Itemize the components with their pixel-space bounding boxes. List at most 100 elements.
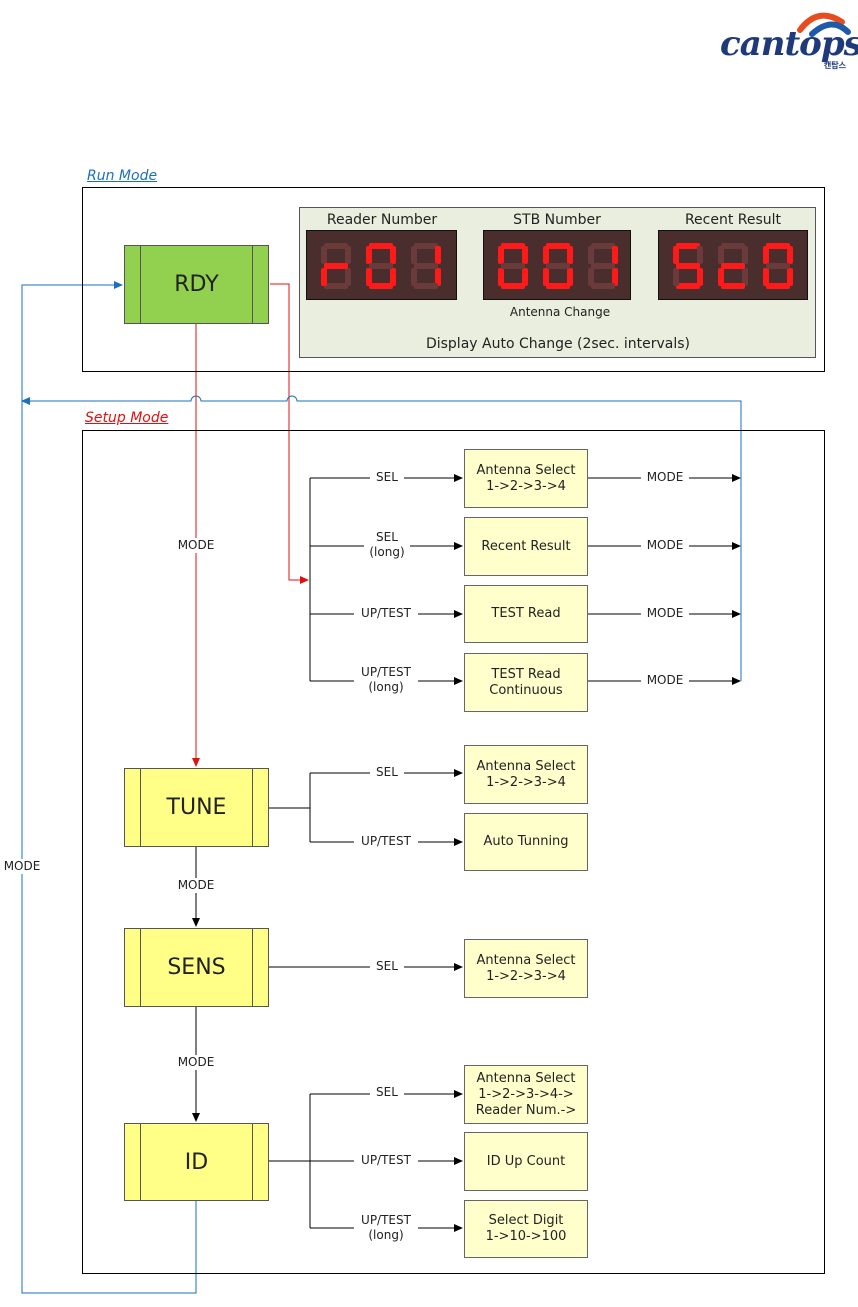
blue-loop-id-to-rdy xyxy=(21,281,197,1294)
stb-number-digits xyxy=(498,243,618,289)
led-segment-b xyxy=(742,246,748,264)
led-segment-g xyxy=(324,263,348,269)
auto-change-caption: Display Auto Change (2sec. intervals) xyxy=(425,336,691,352)
led-segment-c xyxy=(567,268,573,286)
rdy-state-label: RDY xyxy=(174,272,219,297)
led-segment-d xyxy=(546,283,570,289)
mode-label-4: MODE xyxy=(641,673,689,688)
led-segment-c xyxy=(612,268,618,286)
logo-swoosh-icon xyxy=(797,12,851,37)
tune-trigger-uptest: UP/TEST xyxy=(354,834,418,849)
led-segment-g xyxy=(721,263,745,269)
led-segment-a xyxy=(766,243,790,249)
led-segment-d xyxy=(766,283,790,289)
reader-number-display xyxy=(306,230,457,300)
led-segment-e xyxy=(366,268,372,286)
led-segment-e xyxy=(718,268,724,286)
led-segment-a xyxy=(501,243,525,249)
led-segment-a xyxy=(324,243,348,249)
id-state-label: ID xyxy=(184,1149,209,1175)
led-segment-c xyxy=(435,268,441,286)
led-segment-f xyxy=(763,246,769,264)
reader-number-title: Reader Number xyxy=(326,212,438,228)
led-segment-d xyxy=(591,283,615,289)
led-segment-f xyxy=(411,246,417,264)
led-segment-g xyxy=(591,263,615,269)
led-segment-d xyxy=(676,283,700,289)
id-trigger-uptest-long: UP/TEST (long) xyxy=(354,1213,418,1243)
led-segment-c xyxy=(345,268,351,286)
run-mode-label: Run Mode xyxy=(87,168,158,184)
mode-sens-to-id: MODE xyxy=(172,1055,220,1070)
led-segment-e xyxy=(498,268,504,286)
led-segment-f xyxy=(366,246,372,264)
recent-result-digits xyxy=(673,243,793,289)
mode-rdy-to-tune: MODE xyxy=(172,538,220,553)
led-segment-d xyxy=(414,283,438,289)
id-trigger-sel: SEL xyxy=(370,1085,404,1100)
logo-text: cantops xyxy=(720,24,858,64)
led-segment-g xyxy=(546,263,570,269)
mode-label-3: MODE xyxy=(641,606,689,621)
mode-label-2: MODE xyxy=(641,538,689,553)
led-segment-d xyxy=(721,283,745,289)
id-action-select-digit: Select Digit 1->10->100 xyxy=(464,1200,588,1258)
led-segment-f xyxy=(673,246,679,264)
sens-state: SENS xyxy=(124,928,269,1007)
setup-mode-frame xyxy=(82,430,825,1274)
led-segment-a xyxy=(591,243,615,249)
recent-result-title: Recent Result xyxy=(684,212,782,228)
led-segment-a xyxy=(721,243,745,249)
led-segment-g xyxy=(766,263,790,269)
led-segment-f xyxy=(588,246,594,264)
led-segment-f xyxy=(543,246,549,264)
led-segment-b xyxy=(612,246,618,264)
led-segment-b xyxy=(697,246,703,264)
id-trigger-uptest: UP/TEST xyxy=(354,1153,418,1168)
led-segment-b xyxy=(522,246,528,264)
tune-state-label: TUNE xyxy=(166,795,227,820)
led-segment-b xyxy=(345,246,351,264)
reader-number-digits xyxy=(321,243,441,289)
antenna-change-label: Antenna Change xyxy=(509,305,611,319)
led-segment-e xyxy=(673,268,679,286)
led-segment-e xyxy=(411,268,417,286)
led-segment-d xyxy=(369,283,393,289)
led-segment-c xyxy=(787,268,793,286)
led-segment-a xyxy=(546,243,570,249)
led-segment-f xyxy=(321,246,327,264)
led-segment-c xyxy=(390,268,396,286)
tune-action-antenna-select: Antenna Select 1->2->3->4 xyxy=(464,745,588,804)
led-segment-c xyxy=(742,268,748,286)
cantops-logo: cantops 캔탑스 xyxy=(720,8,858,72)
trigger-uptest-long: UP/TEST (long) xyxy=(354,665,418,695)
led-segment-c xyxy=(522,268,528,286)
led-segment-e xyxy=(588,268,594,286)
trigger-uptest: UP/TEST xyxy=(354,606,418,621)
tune-trigger-sel: SEL xyxy=(370,765,404,780)
logo-subtext: 캔탑스 xyxy=(823,61,846,70)
recent-result-display xyxy=(658,230,808,300)
led-segment-g xyxy=(414,263,438,269)
led-segment-a xyxy=(369,243,393,249)
setup-mode-label: Setup Mode xyxy=(85,410,169,426)
led-segment-g xyxy=(369,263,393,269)
mode-return-label: MODE xyxy=(0,859,44,874)
action-antenna-select: Antenna Select 1->2->3->4 xyxy=(464,449,588,508)
led-segment-d xyxy=(501,283,525,289)
sens-trigger-sel: SEL xyxy=(370,959,404,974)
blue-return-top xyxy=(21,395,742,681)
rdy-state: RDY xyxy=(124,245,269,324)
led-segment-c xyxy=(697,268,703,286)
id-action-antenna-select: Antenna Select 1->2->3->4-> Reader Num.-… xyxy=(464,1065,588,1124)
led-segment-a xyxy=(414,243,438,249)
trigger-sel: SEL xyxy=(370,470,404,485)
led-segment-e xyxy=(543,268,549,286)
led-segment-g xyxy=(676,263,700,269)
action-test-read-continuous: TEST Read Continuous xyxy=(464,653,588,712)
mode-tune-to-sens: MODE xyxy=(172,878,220,893)
led-segment-a xyxy=(676,243,700,249)
led-segment-g xyxy=(501,263,525,269)
led-segment-b xyxy=(435,246,441,264)
id-state: ID xyxy=(124,1123,269,1201)
